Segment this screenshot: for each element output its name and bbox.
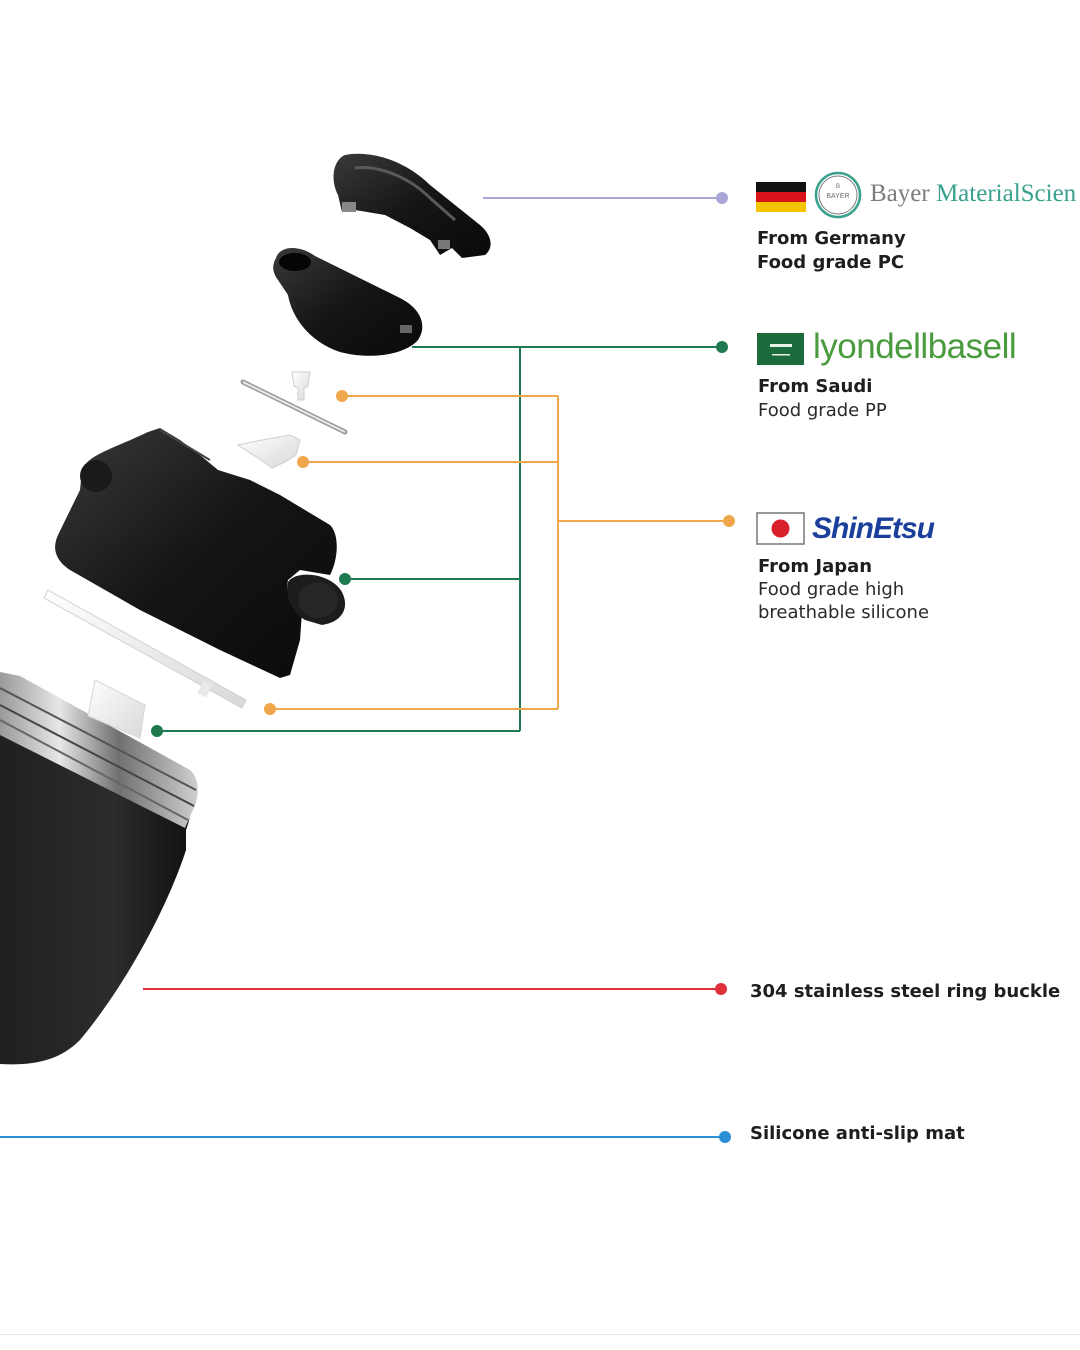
bayer-material: Food grade PC: [757, 252, 905, 273]
ring-leader-line: [143, 983, 727, 995]
lyondell-material: Food grade PP: [758, 400, 887, 421]
bottom-divider: [0, 1334, 1080, 1335]
bottle-body-part: [0, 672, 198, 1065]
germany-flag-icon: [756, 182, 806, 212]
anti-slip-mat-label: Silicone anti-slip mat: [750, 1123, 965, 1144]
saudi-flag-icon: [757, 333, 804, 365]
bayer-cross-logo-icon: BAYER B: [814, 171, 862, 219]
mat-leader-line: [0, 1131, 731, 1143]
shinetsu-origin: From Japan: [758, 556, 873, 577]
bayer-origin: From Germany: [757, 228, 906, 249]
silicone-pin-part: [240, 371, 348, 435]
silicone-valve-part: [236, 434, 301, 469]
bayer-brand-material: MaterialScien: [935, 180, 1077, 207]
svg-text:B: B: [836, 184, 840, 190]
straw-part: [43, 589, 247, 709]
lyondell-leader-line: [151, 341, 728, 737]
bayer-brand: Bayer MaterialScien: [870, 178, 1076, 210]
flip-lid-part: [333, 153, 491, 258]
lyondell-origin: From Saudi: [758, 376, 873, 397]
shinetsu-leader-line: [264, 390, 735, 715]
bayer-cross-text: BAYER: [826, 193, 849, 200]
ring-buckle-label: 304 stainless steel ring buckle: [750, 981, 1061, 1002]
shinetsu-brand: ShinEtsu: [812, 512, 935, 545]
shinetsu-material-line2: breathable silicone: [758, 602, 930, 623]
bayer-leader-line: [483, 192, 728, 204]
lid-body-part: [55, 428, 346, 678]
shinetsu-material-line1: Food grade high: [758, 579, 905, 600]
japan-flag-icon: [756, 512, 805, 545]
bayer-brand-bayer: Bayer: [870, 180, 930, 207]
mouthpiece-part: [273, 247, 423, 356]
lyondell-brand: lyondellbasell: [813, 327, 1017, 366]
